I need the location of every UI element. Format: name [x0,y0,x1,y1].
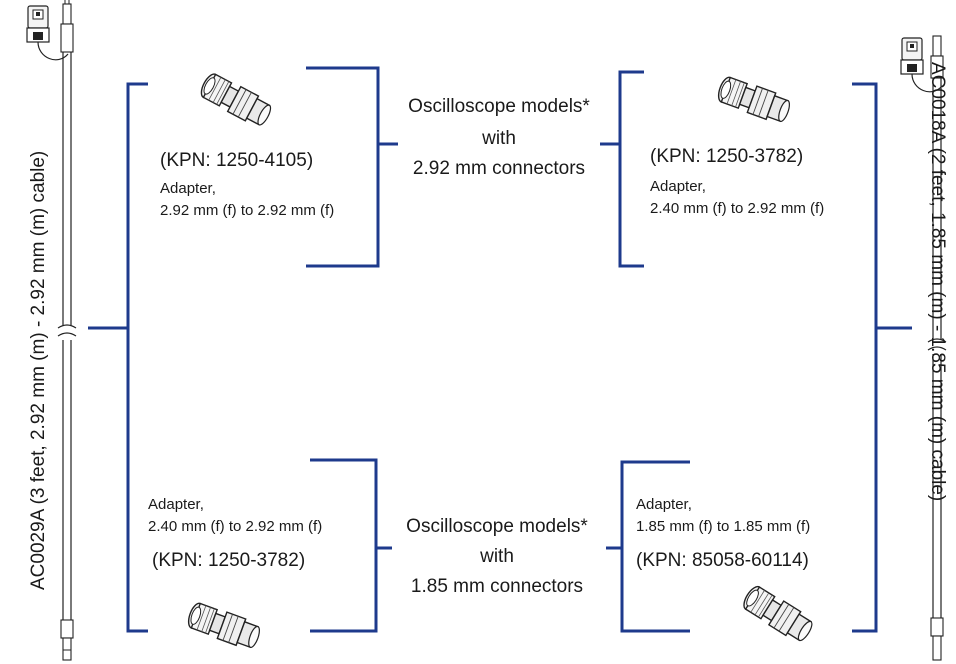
adapter-bottom-left-kpn: (KPN: 1250-3782) [152,550,306,571]
adapter-bottom-left-spec: 2.40 mm (f) to 2.92 mm (f) [148,518,323,535]
top-left-bracket [306,66,380,268]
bottom-left-bracket [310,458,378,633]
top-right-bracket [618,70,644,268]
adapter-top-right-icon [714,73,794,127]
top-group-with: with [482,128,516,149]
top-group-title: Oscilloscope models* [408,96,590,117]
bracket-lines [88,66,912,633]
adapter-bottom-right-spec: 1.85 mm (f) to 1.85 mm (f) [636,518,811,535]
adapter-bottom-right-kpn: (KPN: 85058-60114) [636,550,809,571]
adapter-bottom-right-icon [739,582,817,646]
right-cable [900,35,947,661]
adapter-top-left-label: Adapter, [160,180,216,197]
top-group-connectors: 2.92 mm connectors [412,158,586,179]
left-main-bracket [126,82,148,633]
adapter-top-right-label: Adapter, [650,178,706,195]
bottom-group-title: Oscilloscope models* [406,516,588,537]
left-cable [26,0,77,661]
adapter-bottom-left-label: Adapter, [148,496,204,513]
adapter-top-left-spec: 2.92 mm (f) to 2.92 mm (f) [160,202,335,219]
left-cable-label: AC0029A (3 feet, 2.92 mm (m) - 2.92 mm (… [28,150,49,590]
bottom-right-bracket [620,460,690,633]
bottom-group-connectors: 1.85 mm connectors [410,576,584,597]
right-cable-label: AC0018A (2 feet, 1.85 mm (m) - 1.85 mm (… [927,62,948,502]
adapter-top-right-kpn: (KPN: 1250-3782) [650,146,804,167]
bottom-group-with: with [480,546,514,567]
adapter-top-left-icon [196,70,276,130]
right-main-bracket [852,82,878,633]
adapter-bottom-right-label: Adapter, [636,496,692,513]
adapter-bottom-left-icon [184,599,264,653]
adapter-top-right-spec: 2.40 mm (f) to 2.92 mm (f) [650,200,825,217]
adapter-top-left-kpn: (KPN: 1250-4105) [160,150,314,171]
